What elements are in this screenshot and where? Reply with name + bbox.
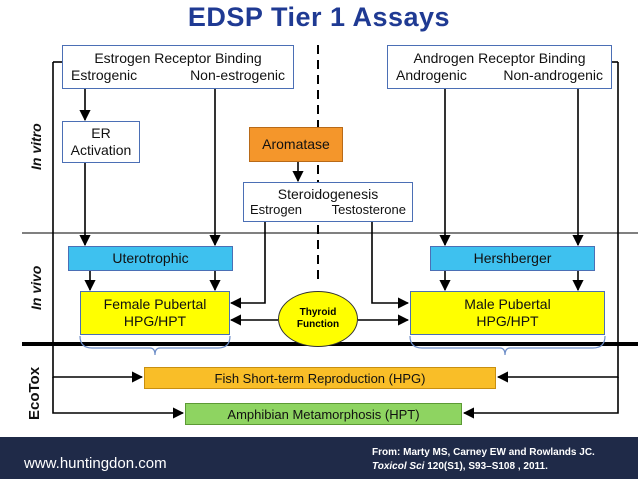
- steroidogenesis-title: Steroidogenesis: [277, 186, 379, 202]
- estrogenic-label: Estrogenic: [71, 67, 138, 83]
- male-pubertal-line2: HPG/HPT: [476, 313, 539, 329]
- female-pubertal-box: Female Pubertal HPG/HPT: [80, 291, 230, 335]
- estrogen-output-label: Estrogen: [250, 202, 303, 217]
- male-pubertal-box: Male Pubertal HPG/HPT: [410, 291, 605, 335]
- thyroid-line2: Function: [296, 319, 340, 330]
- uterotrophic-box: Uterotrophic: [68, 246, 233, 271]
- androgenic-label: Androgenic: [396, 67, 467, 83]
- non-estrogenic-label: Non-estrogenic: [190, 67, 285, 83]
- arrow-testosterone-to-male: [371, 222, 410, 309]
- estrogen-receptor-title: Estrogen Receptor Binding: [94, 50, 262, 66]
- citation-journal: Toxicol Sci: [372, 461, 425, 472]
- arrow-right-to-amphibian: [462, 377, 619, 419]
- arrow-left-to-amphibian: [52, 377, 185, 419]
- ecotox-label: EcoTox: [26, 366, 43, 420]
- female-pubertal-line2: HPG/HPT: [123, 313, 187, 329]
- footer-bar: [0, 437, 638, 479]
- in-vitro-label: In vitro: [28, 123, 44, 170]
- male-brace: [409, 335, 606, 356]
- citation-line1: From: Marty MS, Carney EW and Rowlands J…: [372, 447, 595, 458]
- er-activation-line2: Activation: [70, 142, 132, 158]
- amphibian-metamorphosis-box: Amphibian Metamorphosis (HPT): [185, 403, 462, 425]
- steroidogenesis-outputs: Estrogen Testosterone: [244, 202, 412, 218]
- hershberger-box: Hershberger: [430, 246, 595, 271]
- thyroid-line1: Thyroid: [299, 307, 337, 318]
- androgen-receptor-title: Androgen Receptor Binding: [413, 50, 586, 66]
- aromatase-box: Aromatase: [249, 127, 343, 162]
- androgen-receptor-options: Androgenic Non-androgenic: [388, 67, 611, 84]
- page-title: EDSP Tier 1 Assays: [187, 2, 451, 32]
- steroidogenesis-box: Steroidogenesis Estrogen Testosterone: [243, 182, 413, 222]
- non-androgenic-label: Non-androgenic: [503, 67, 603, 83]
- er-activation-box: ER Activation: [62, 121, 140, 163]
- male-pubertal-line1: Male Pubertal: [464, 296, 551, 312]
- in-vivo-label: In vivo: [28, 265, 44, 310]
- estrogen-receptor-binding-box: Estrogen Receptor Binding Estrogenic Non…: [62, 45, 294, 89]
- arrow-estrogen-to-female: [229, 222, 266, 309]
- citation: From: Marty MS, Carney EW and Rowlands J…: [372, 446, 595, 474]
- estrogen-receptor-options: Estrogenic Non-estrogenic: [63, 67, 293, 84]
- citation-line2: Toxicol Sci 120(S1), S93–S108 , 2011.: [372, 460, 595, 474]
- er-activation-line1: ER: [91, 125, 111, 141]
- female-pubertal-line1: Female Pubertal: [103, 296, 207, 312]
- fish-reproduction-box: Fish Short-term Reproduction (HPG): [144, 367, 496, 389]
- website-link[interactable]: www.huntingdon.com: [24, 455, 167, 472]
- female-brace: [79, 335, 231, 356]
- thyroid-function-ellipse: Thyroid Function: [278, 291, 358, 347]
- testosterone-output-label: Testosterone: [331, 202, 406, 217]
- androgen-receptor-binding-box: Androgen Receptor Binding Androgenic Non…: [387, 45, 612, 89]
- citation-rest: 120(S1), S93–S108 , 2011.: [424, 461, 548, 472]
